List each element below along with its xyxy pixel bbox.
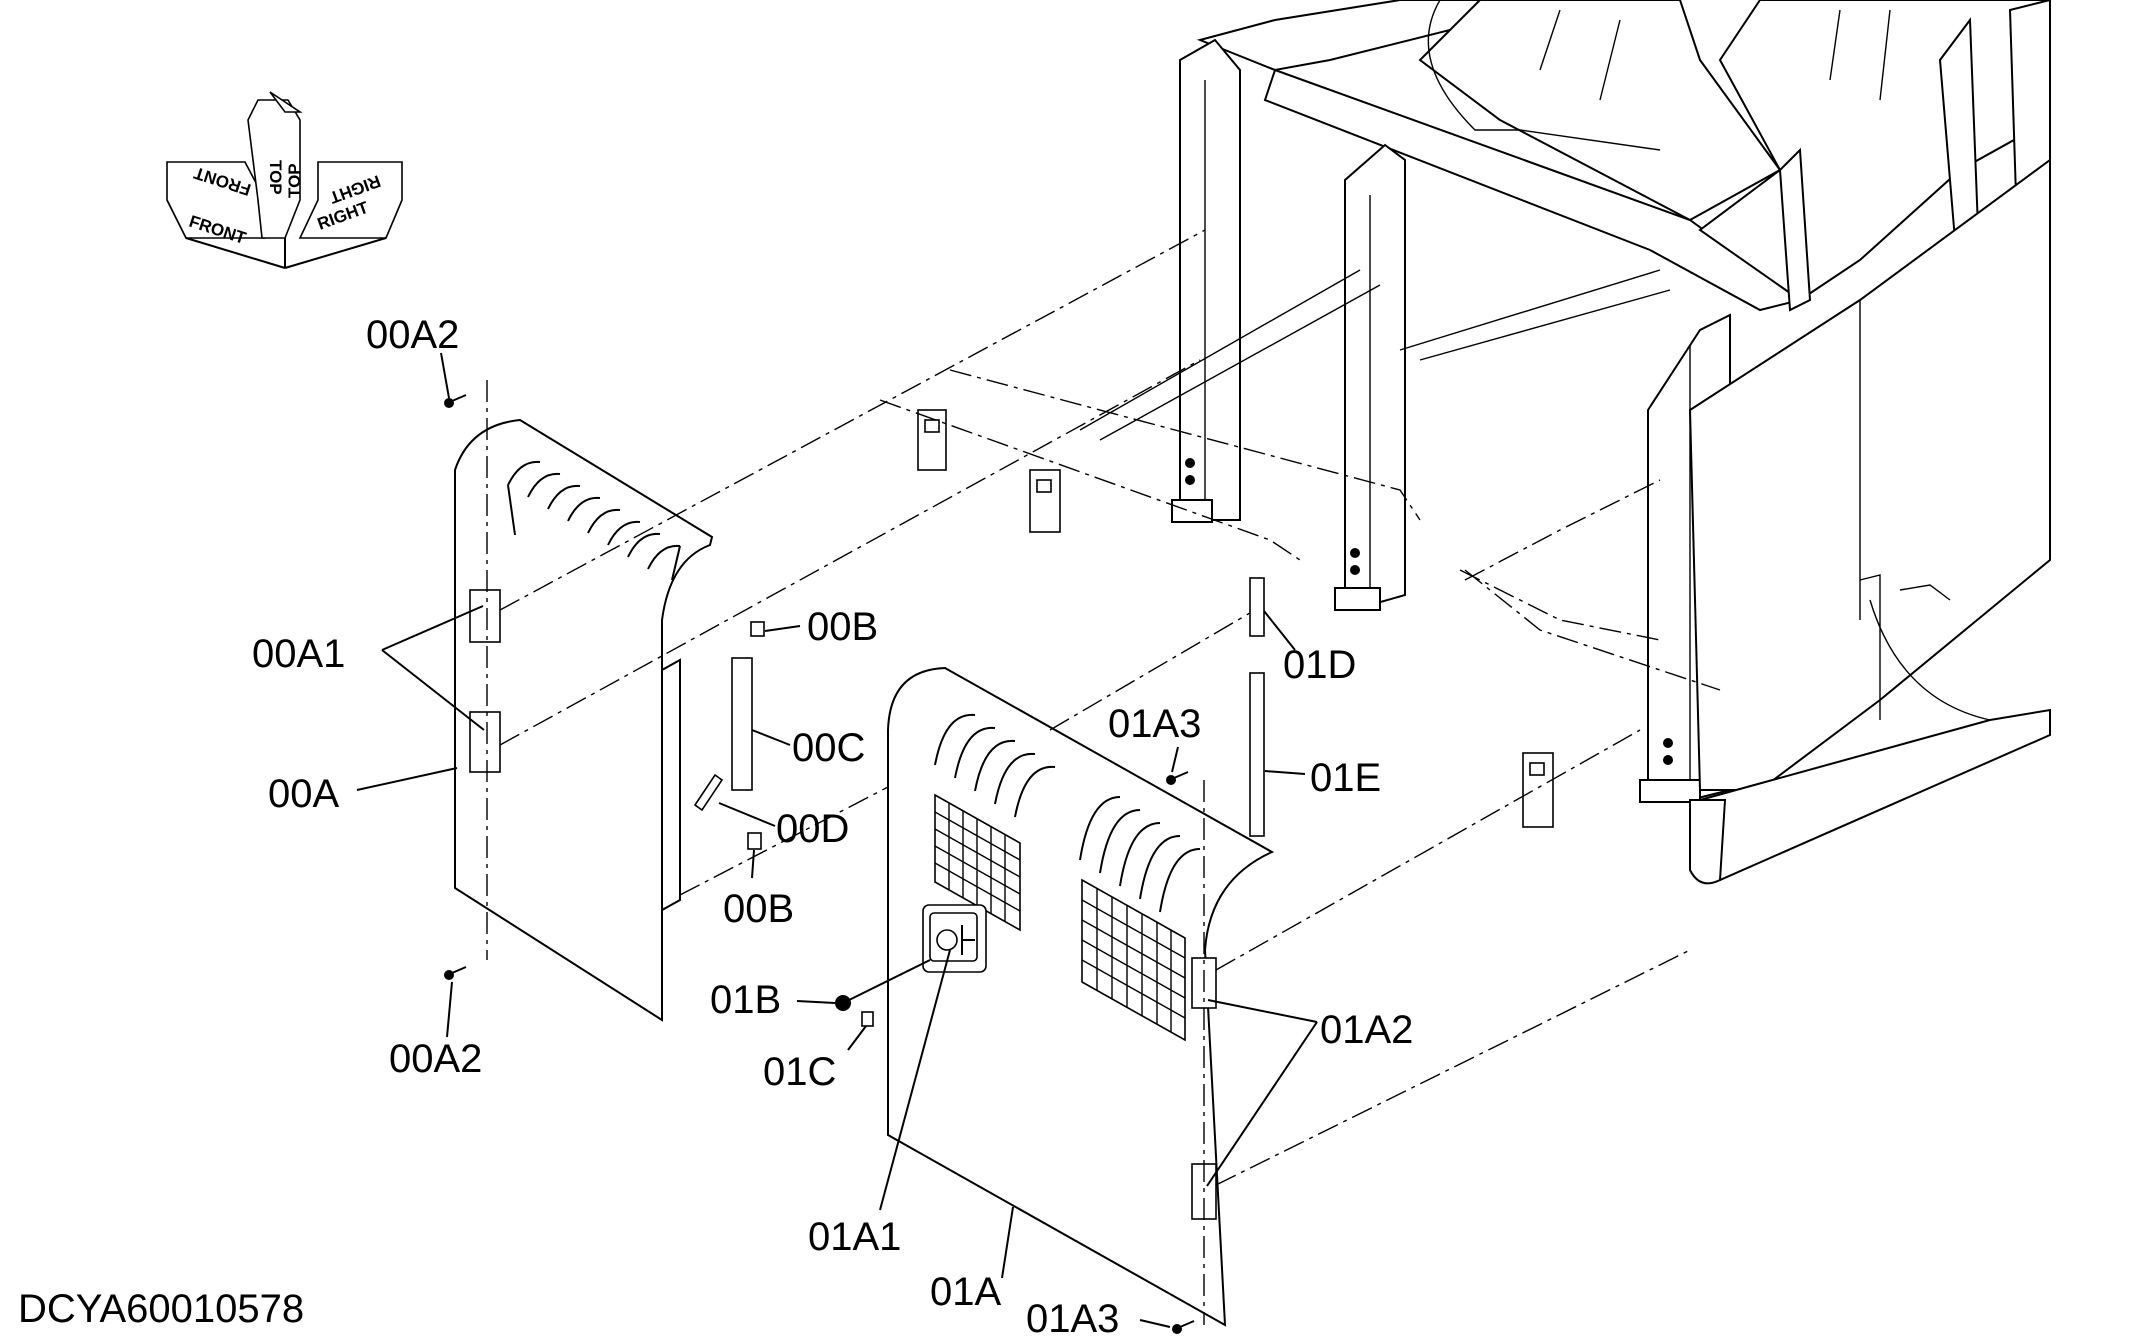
callout-01E: 01E xyxy=(1310,756,1381,800)
orientation-indicator: FRONT FRONT TOP TOP RIGHT RIGHT xyxy=(166,91,403,269)
callout-00C: 00C xyxy=(792,726,865,770)
callout-00B-upper: 00B xyxy=(807,605,878,649)
callout-01A3-top: 01A3 xyxy=(1108,702,1201,746)
callout-00A: 00A xyxy=(268,772,339,816)
callout-01B: 01B xyxy=(710,978,781,1022)
right-panel-louvers-left xyxy=(934,713,1056,818)
seal-01E xyxy=(1249,672,1265,837)
door-lock-01A1 xyxy=(922,904,987,973)
callout-01D: 01D xyxy=(1283,643,1356,687)
left-panel-louvers xyxy=(507,460,681,581)
seal-00D xyxy=(693,773,724,812)
seal-00C xyxy=(731,657,753,791)
right-panel-mesh-left xyxy=(934,793,1021,932)
callout-00D: 00D xyxy=(776,807,849,851)
floor-bracket-b xyxy=(1029,469,1061,533)
right-panel-louvers-right xyxy=(1079,796,1201,913)
left-cover-panel-00A xyxy=(444,229,1206,1022)
callout-00A2-top: 00A2 xyxy=(366,313,459,357)
callout-00A1: 00A1 xyxy=(252,632,345,676)
seal-parts-left xyxy=(693,621,765,850)
callout-01A3-bottom: 01A3 xyxy=(1026,1297,1119,1340)
cap-01C xyxy=(861,1011,874,1027)
bolt-00A2-top xyxy=(444,394,467,408)
callout-labels: 00A2 00A1 00A 00A2 00B 00C 00D 00B 01D 0… xyxy=(252,313,1413,1340)
bolt-01A3-top xyxy=(1166,771,1189,785)
seal-00B-upper xyxy=(750,621,765,637)
seal-parts-right xyxy=(1249,577,1265,837)
leader-lines xyxy=(356,352,1318,1328)
frame-structure xyxy=(879,0,2051,885)
floor-bracket-c xyxy=(1522,752,1554,828)
right-cover-panel-01A xyxy=(887,609,1691,1334)
orientation-top-label-2: TOP xyxy=(285,163,304,198)
callout-01A1: 01A1 xyxy=(808,1215,901,1259)
callout-01A2: 01A2 xyxy=(1320,1008,1413,1052)
document-id: DCYA60010578 xyxy=(18,1287,304,1331)
bolt-00A2-bottom xyxy=(444,966,467,980)
callout-00A2-bottom: 00A2 xyxy=(389,1037,482,1081)
left-hinge-lower xyxy=(469,711,501,773)
bolt-01A3-bottom xyxy=(1172,1320,1195,1334)
callout-00B-lower: 00B xyxy=(723,887,794,931)
key-01B xyxy=(835,959,931,1011)
callout-01C: 01C xyxy=(763,1050,836,1094)
floor-bracket-a xyxy=(917,409,947,471)
seal-01D xyxy=(1249,577,1265,637)
callout-01A: 01A xyxy=(930,1270,1001,1314)
seal-00B-lower xyxy=(747,832,762,850)
left-hinge-upper xyxy=(469,589,501,643)
orientation-top-label: TOP xyxy=(266,160,285,195)
right-panel-mesh-right xyxy=(1081,878,1186,1042)
